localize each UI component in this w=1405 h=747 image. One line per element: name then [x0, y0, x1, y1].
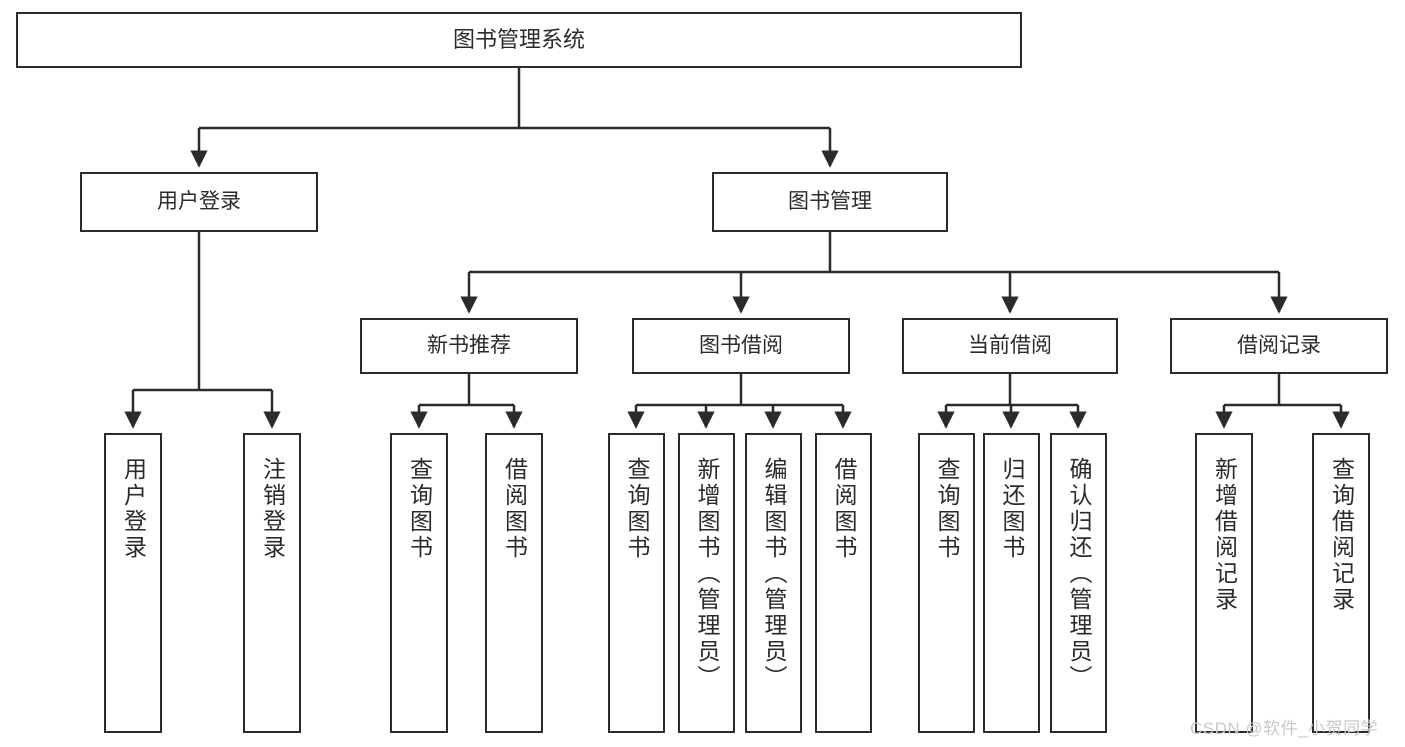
watermark: CSDN @软件_小贺同学	[1190, 719, 1379, 738]
node-leaf-return-book-label: 归还图书	[999, 457, 1025, 561]
node-leaf-edit-book-label: 编辑图书（管理员）	[761, 457, 787, 691]
node-leaf-confirm-return[interactable]: 确认归还（管理员）	[1050, 433, 1107, 733]
node-leaf-confirm-return-label: 确认归还（管理员）	[1066, 457, 1092, 691]
node-current-borrow[interactable]: 当前借阅	[902, 318, 1118, 374]
node-leaf-user-logout[interactable]: 注销登录	[243, 433, 301, 733]
node-leaf-query-book-rec[interactable]: 查询图书	[390, 433, 448, 733]
node-user-login[interactable]: 用户登录	[80, 172, 318, 232]
node-leaf-return-book[interactable]: 归还图书	[983, 433, 1040, 733]
node-leaf-query-book-rec-label: 查询图书	[406, 457, 433, 561]
node-leaf-borrow-book-rec[interactable]: 借阅图书	[485, 433, 543, 733]
node-new-book-recommend-label: 新书推荐	[427, 333, 511, 357]
node-book-management-label: 图书管理	[788, 189, 872, 213]
node-new-book-recommend[interactable]: 新书推荐	[360, 318, 578, 374]
node-current-borrow-label: 当前借阅	[968, 333, 1052, 357]
node-leaf-borrow-book[interactable]: 借阅图书	[815, 433, 872, 733]
node-leaf-borrow-book-label: 借阅图书	[831, 457, 857, 561]
node-leaf-query-record-label: 查询借阅记录	[1328, 457, 1355, 613]
node-leaf-query-book-borrow[interactable]: 查询图书	[608, 433, 665, 733]
node-leaf-borrow-book-rec-label: 借阅图书	[501, 457, 528, 561]
node-leaf-user-logout-label: 注销登录	[259, 457, 286, 561]
node-leaf-user-login[interactable]: 用户登录	[104, 433, 162, 733]
node-leaf-query-book-current-label: 查询图书	[934, 457, 960, 561]
node-root-label: 图书管理系统	[452, 27, 585, 53]
node-leaf-query-book-borrow-label: 查询图书	[624, 457, 650, 561]
node-borrow-records[interactable]: 借阅记录	[1170, 318, 1388, 374]
node-leaf-query-book-current[interactable]: 查询图书	[918, 433, 975, 733]
node-book-management[interactable]: 图书管理	[712, 172, 948, 232]
node-user-login-label: 用户登录	[157, 189, 241, 213]
node-leaf-add-record-label: 新增借阅记录	[1211, 457, 1238, 613]
node-leaf-edit-book[interactable]: 编辑图书（管理员）	[745, 433, 802, 733]
node-book-borrow-label: 图书借阅	[699, 333, 783, 357]
node-book-borrow[interactable]: 图书借阅	[632, 318, 850, 374]
node-leaf-query-record[interactable]: 查询借阅记录	[1312, 433, 1370, 733]
node-leaf-add-book-label: 新增图书（管理员）	[694, 457, 720, 691]
node-leaf-add-book[interactable]: 新增图书（管理员）	[678, 433, 735, 733]
node-root[interactable]: 图书管理系统	[16, 12, 1022, 68]
node-leaf-add-record[interactable]: 新增借阅记录	[1195, 433, 1253, 733]
node-borrow-records-label: 借阅记录	[1237, 333, 1321, 357]
node-leaf-user-login-label: 用户登录	[120, 457, 147, 561]
